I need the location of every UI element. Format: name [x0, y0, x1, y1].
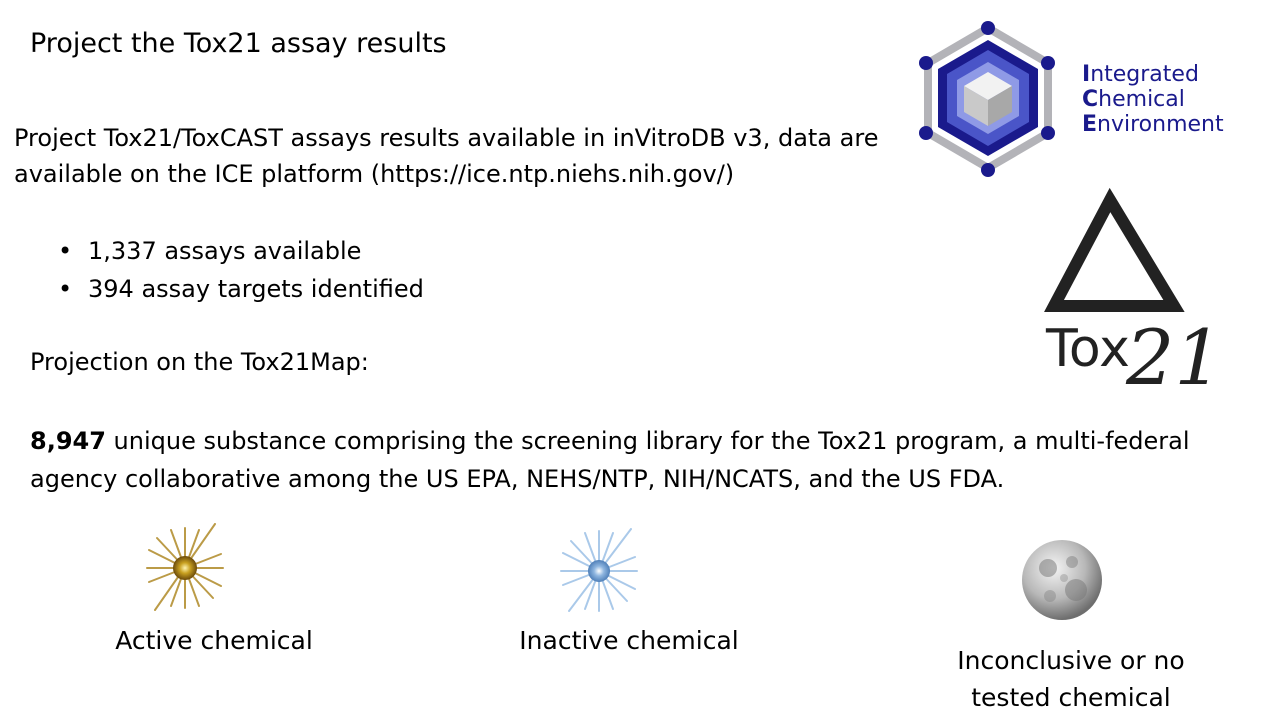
assay-bullet-list: • 1,337 assays available • 394 assay targe… [58, 232, 424, 308]
ice-letter-c: C [1082, 87, 1099, 112]
bullet-text: 394 assay targets identified [88, 275, 424, 303]
grey-moon-icon [1022, 540, 1102, 620]
library-paragraph: 8,947 unique substance comprising the sc… [30, 422, 1230, 498]
tox21-number-21: 21 [1125, 313, 1223, 402]
blue-star-burst-icon [560, 528, 638, 612]
list-item: • 394 assay targets identified [58, 270, 424, 308]
library-count: 8,947 [30, 427, 106, 455]
list-item: • 1,337 assays available [58, 232, 424, 270]
bullet-icon: • [58, 275, 73, 303]
legend-label-active: Active chemical [115, 626, 313, 655]
page-title: Project the Tox21 assay results [30, 28, 447, 59]
tox21-logo-icon: Tox 21 [1044, 187, 1223, 402]
triangle-delta-icon [1044, 187, 1185, 312]
ice-word-chemical: hemical [1098, 87, 1185, 112]
ice-word-environment: nvironment [1097, 112, 1224, 137]
legend-label-inconclusive: Inconclusive or no tested chemical [957, 646, 1185, 712]
bullet-text: 1,337 assays available [88, 237, 362, 265]
bullet-icon: • [58, 237, 73, 265]
ice-letter-i: I [1082, 62, 1091, 87]
projection-label: Projection on the Tox21Map: [30, 348, 369, 376]
golden-star-burst-icon [146, 523, 224, 611]
ice-logo-hexagon-icon [919, 21, 1055, 177]
ice-word-integrated: ntegrated [1090, 62, 1199, 87]
tox21-word-tox: Tox [1045, 319, 1130, 379]
ice-letter-e: E [1082, 112, 1098, 137]
legend-label-inactive: Inactive chemical [519, 626, 739, 655]
ice-logo-text: Integrated Chemical Environment [1082, 62, 1224, 137]
library-text: unique substance comprising the screenin… [30, 427, 1190, 493]
intro-paragraph: Project Tox21/ToxCAST assays results ava… [14, 124, 879, 188]
